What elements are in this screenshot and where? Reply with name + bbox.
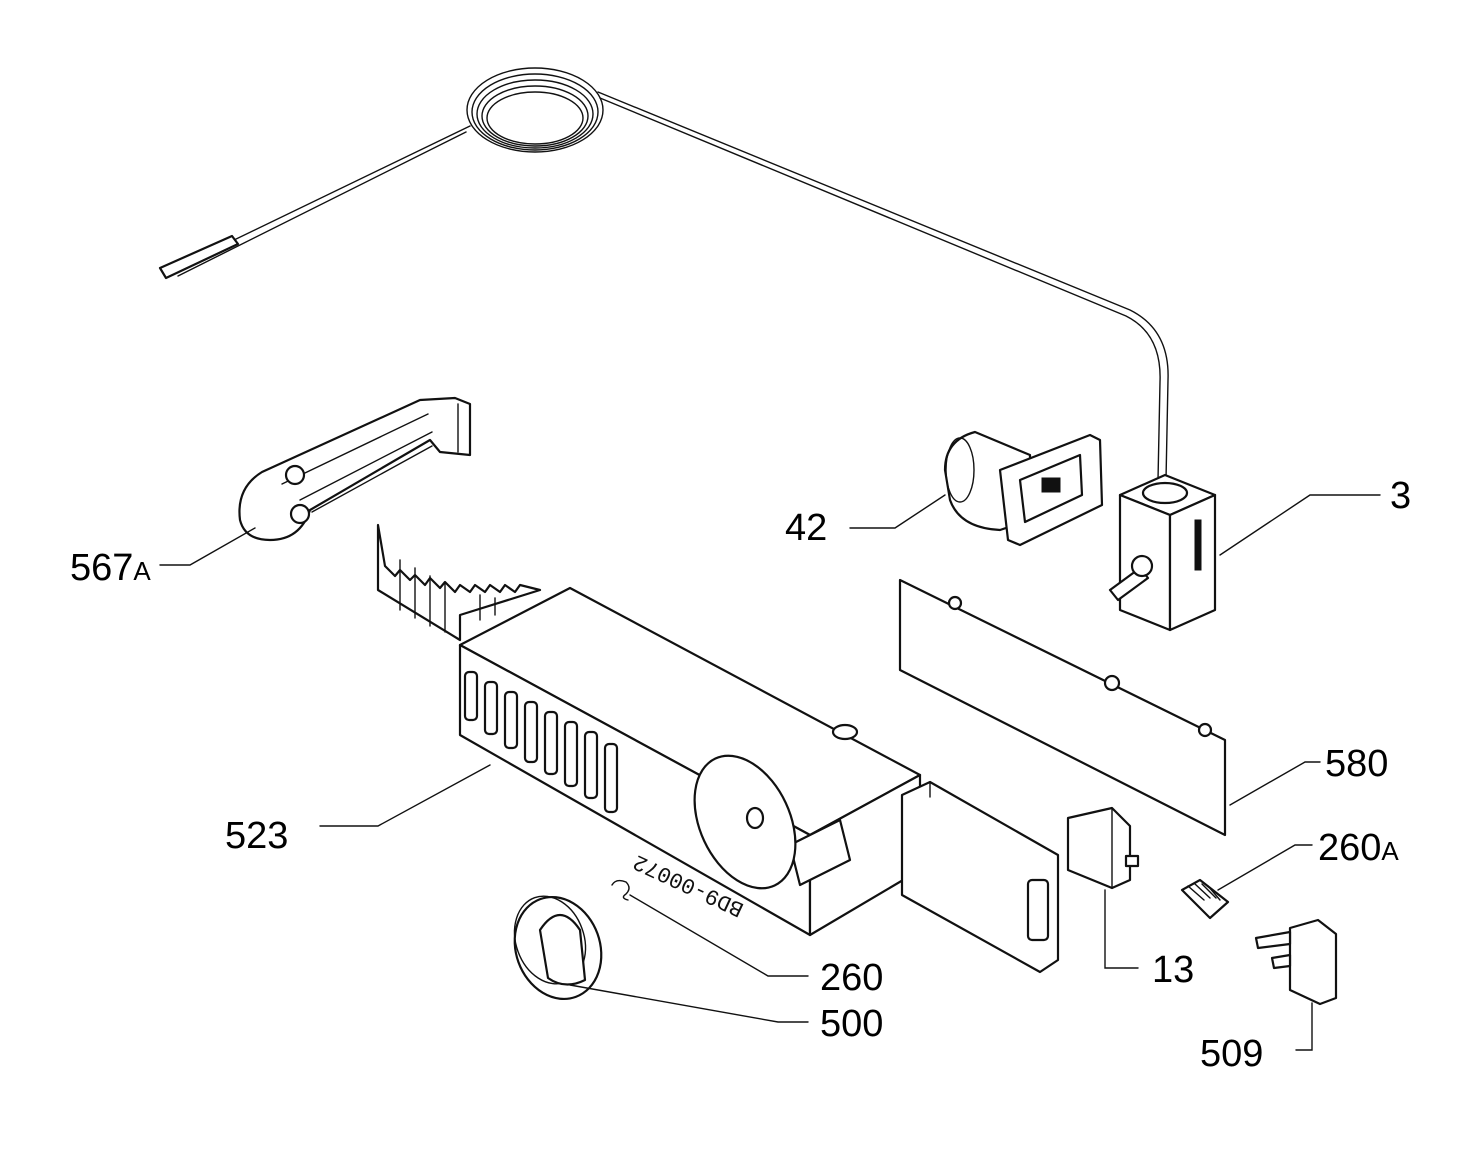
label-260a-number: 260 bbox=[1318, 827, 1381, 869]
label-260a: 260A bbox=[1318, 827, 1399, 869]
label-567a-number: 567 bbox=[70, 547, 133, 589]
connector-13 bbox=[1066, 806, 1140, 890]
label-13: 13 bbox=[1152, 949, 1194, 991]
label-523: 523 bbox=[225, 815, 288, 857]
spring-260a bbox=[1180, 878, 1230, 920]
label-509: 509 bbox=[1200, 1033, 1263, 1075]
housing-523 bbox=[376, 523, 922, 937]
label-567a-suffix: A bbox=[133, 556, 151, 586]
thermostat-3 bbox=[1108, 473, 1217, 632]
lamp-holder-42 bbox=[943, 430, 1104, 547]
capillary-coil bbox=[466, 67, 604, 153]
pcb-580 bbox=[898, 578, 1227, 837]
label-500: 500 bbox=[820, 1003, 883, 1045]
leader-lines bbox=[159, 494, 1381, 1051]
label-260a-suffix: A bbox=[1381, 836, 1399, 866]
capillary-sensor bbox=[158, 67, 1169, 481]
label-567a: 567A bbox=[70, 547, 151, 589]
serrated-rack bbox=[376, 523, 542, 642]
vent-slots bbox=[463, 670, 619, 814]
sensor-bulb bbox=[158, 234, 240, 280]
label-260: 260 bbox=[820, 957, 883, 999]
part-labels: 3 42 567A 523 580 260A 13 260 500 509 bbox=[70, 475, 1411, 1075]
lamp-cover bbox=[900, 780, 1060, 974]
clip-260 bbox=[611, 879, 630, 901]
label-580: 580 bbox=[1325, 743, 1388, 785]
label-42: 42 bbox=[785, 507, 827, 549]
lever-arm-567a bbox=[238, 396, 472, 542]
switch-509 bbox=[1254, 918, 1338, 1006]
dial-disc bbox=[693, 754, 797, 890]
label-3: 3 bbox=[1390, 475, 1411, 517]
knob-500 bbox=[513, 895, 603, 1001]
capillary-tube-right bbox=[597, 91, 1169, 481]
